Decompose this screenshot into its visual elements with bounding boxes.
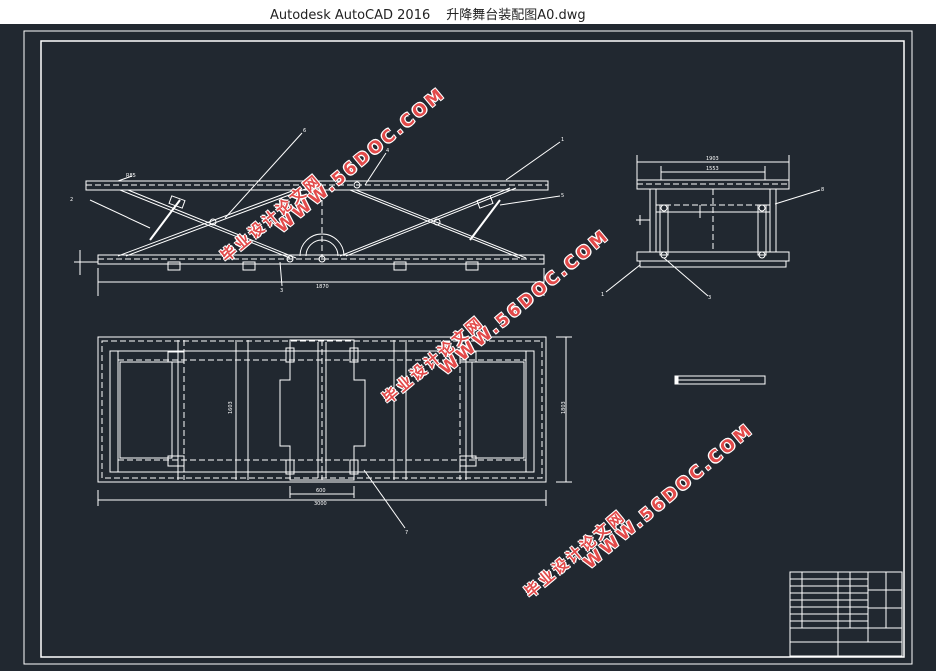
dim-front-arc: R85 (126, 173, 136, 179)
dim-side-top: 1903 (706, 156, 719, 162)
dim-top-total: 3000 (314, 501, 327, 507)
drawing-canvas[interactable]: 6 1 4 2 5 3 1870 R85 1903 1553 8 1 3 600… (0, 24, 936, 671)
window-title: Autodesk AutoCAD 2016 升降舞台装配图A0.dwg (270, 4, 586, 23)
sheet-outer-border (23, 30, 913, 665)
side-view (605, 155, 821, 297)
app-name: Autodesk AutoCAD 2016 (270, 8, 431, 23)
label-6: 6 (303, 128, 306, 134)
side-label-1: 1 (601, 292, 604, 298)
dim-side-inner: 1553 (706, 166, 719, 172)
file-name: 升降舞台装配图A0.dwg (446, 8, 586, 23)
label-5: 5 (561, 193, 564, 199)
front-view (74, 132, 561, 296)
dim-top-inner: 600 (316, 488, 326, 494)
top-view (97, 336, 572, 529)
label-1: 1 (561, 137, 564, 143)
dim-top-height: 1803 (561, 401, 567, 414)
label-2: 2 (70, 197, 73, 203)
side-label-3: 3 (708, 295, 711, 301)
title-bar: Autodesk AutoCAD 2016 升降舞台装配图A0.dwg (0, 0, 936, 24)
side-label-8: 8 (821, 187, 824, 193)
title-block (789, 571, 903, 657)
sheet-inner-border (40, 40, 905, 658)
cad-drawing: 6 1 4 2 5 3 1870 R85 1903 1553 8 1 3 600… (23, 30, 913, 665)
dim-top-height-2: 1603 (228, 401, 234, 414)
label-4: 4 (386, 148, 389, 154)
label-3: 3 (280, 288, 283, 294)
dim-front-bottom: 1870 (316, 284, 329, 290)
top-label-7: 7 (405, 530, 408, 536)
